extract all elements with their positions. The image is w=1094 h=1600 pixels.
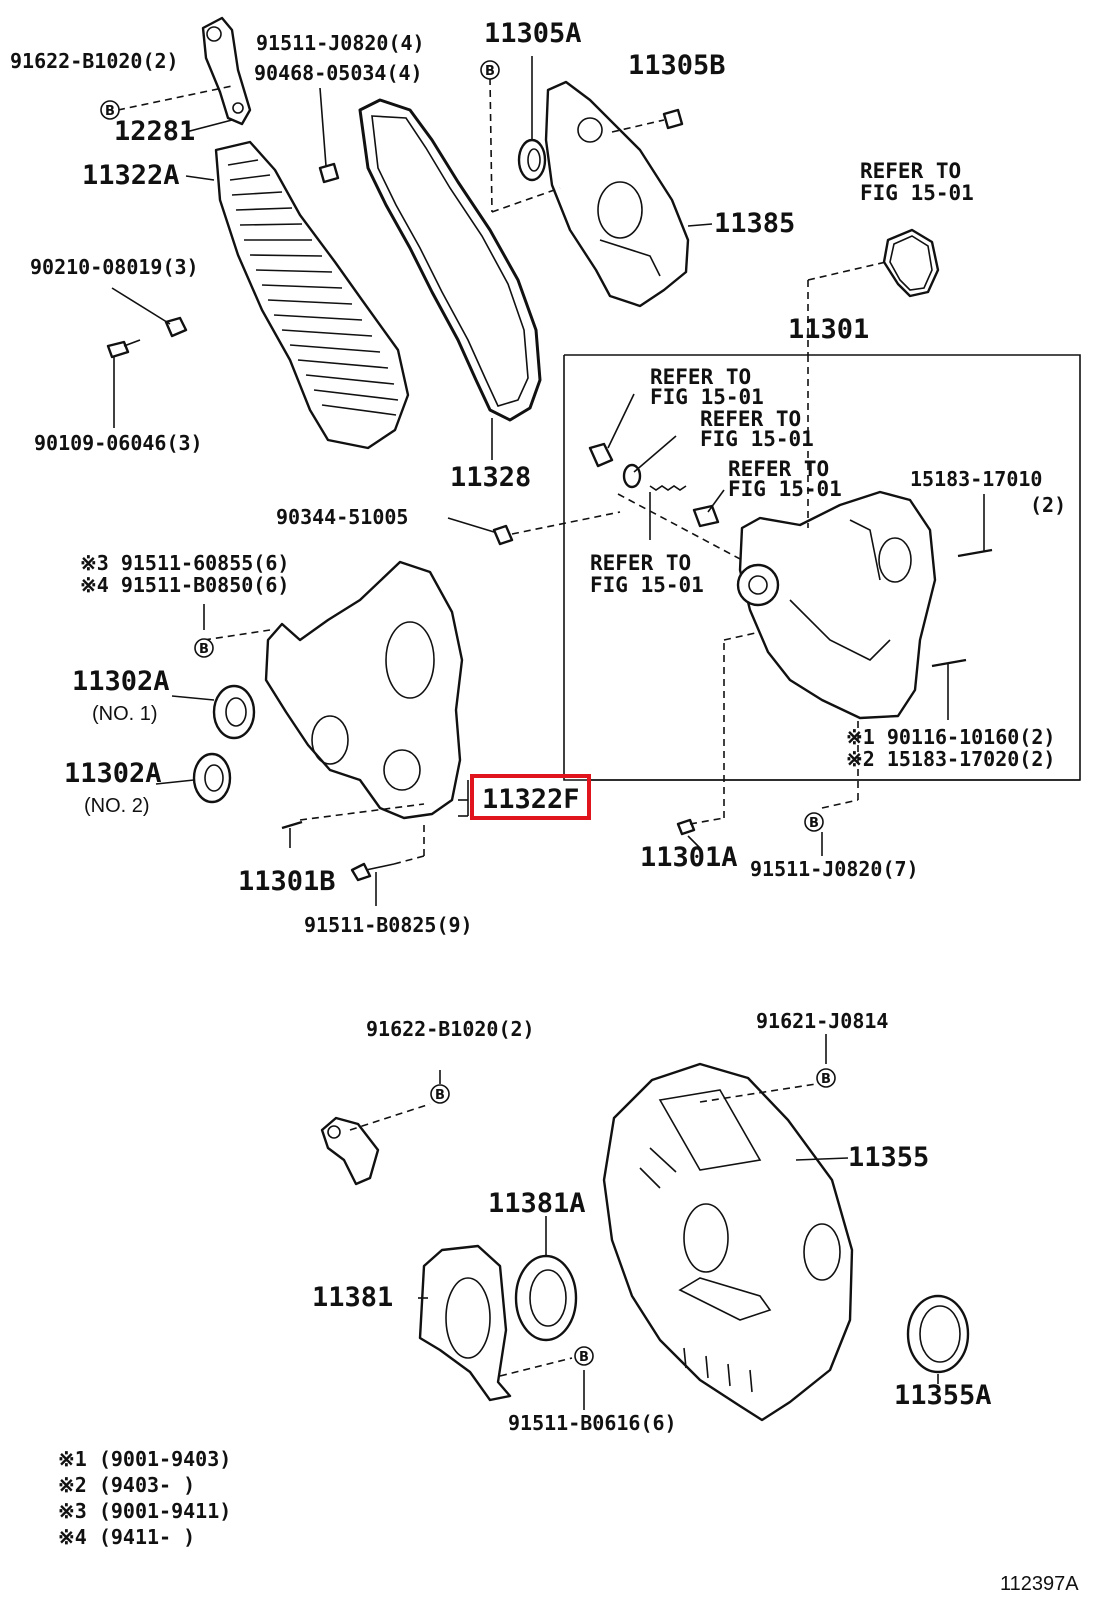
oil-seal-11305a[interactable] xyxy=(517,138,547,182)
label-91511-b0850[interactable]: ※4 91511-B0850(6) xyxy=(80,573,289,597)
bolt-mark-7: B xyxy=(574,1346,594,1366)
label-refer-4-line1[interactable]: REFER TO xyxy=(728,457,829,481)
bracket-lower[interactable] xyxy=(320,1116,380,1186)
nut-90210-08019[interactable] xyxy=(164,316,188,338)
stud-11301b[interactable] xyxy=(281,820,303,830)
label-11301a[interactable]: 11301A xyxy=(640,842,738,873)
label-91511-b0616[interactable]: 91511-B0616(6) xyxy=(508,1411,677,1435)
cover-plate-11385[interactable] xyxy=(544,80,690,308)
bolt-mark-4: B xyxy=(804,812,824,832)
bracket-12281[interactable] xyxy=(201,16,252,126)
label-91622-b1020-top[interactable]: 91622-B1020(2) xyxy=(10,49,179,73)
timing-cover-upper-11322a[interactable] xyxy=(214,140,410,450)
label-11305a[interactable]: 11305A xyxy=(484,18,582,49)
label-15183-17020[interactable]: ※2 15183-17020(2) xyxy=(846,747,1055,771)
label-91622-b1020-bottom[interactable]: 91622-B1020(2) xyxy=(366,1017,535,1041)
plug-90344-51005[interactable] xyxy=(492,524,514,546)
label-90116-10160[interactable]: ※1 90116-10160(2) xyxy=(846,725,1055,749)
label-11322a[interactable]: 11322A xyxy=(82,160,180,191)
label-11381a[interactable]: 11381A xyxy=(488,1188,586,1219)
label-11381[interactable]: 11381 xyxy=(312,1282,393,1313)
label-91511-b0825[interactable]: 91511-B0825(9) xyxy=(304,913,473,937)
label-12281[interactable]: 12281 xyxy=(114,116,195,147)
bolt-mark-1: B xyxy=(100,100,120,120)
bolt-mark-5: B xyxy=(430,1084,450,1104)
label-refer-5-line1[interactable]: REFER TO xyxy=(590,551,691,575)
highlight-box-11322f xyxy=(470,774,591,820)
label-11302a-no2[interactable]: 11302A xyxy=(64,758,162,789)
label-90210-08019[interactable]: 90210-08019(3) xyxy=(30,255,199,279)
oil-pump-body-11301[interactable] xyxy=(736,490,937,720)
bolt-90109-06046[interactable] xyxy=(106,339,141,359)
label-15183-17010-qty[interactable]: (2) xyxy=(1030,493,1066,517)
bolt-mark-2: B xyxy=(480,60,500,80)
footnote-4: ※4 (9411- ) xyxy=(58,1525,195,1549)
label-11322f[interactable]: 11322F xyxy=(482,784,580,815)
oil-seal-11381a[interactable] xyxy=(514,1254,578,1342)
label-11305b[interactable]: 11305B xyxy=(628,50,726,81)
oil-seal-11302a-no1[interactable] xyxy=(212,684,256,740)
oil-seal-11302a-no2[interactable] xyxy=(192,752,232,804)
label-11301b[interactable]: 11301B xyxy=(238,866,336,897)
label-11385[interactable]: 11385 xyxy=(714,208,795,239)
bolt-91511-b0825[interactable] xyxy=(350,862,395,882)
seal-11355a[interactable] xyxy=(906,1294,970,1374)
label-11302a-no1-sub[interactable]: (NO. 1) xyxy=(92,703,158,725)
svg-text:B: B xyxy=(199,642,209,657)
svg-text:B: B xyxy=(809,816,819,831)
label-90109-06046[interactable]: 90109-06046(3) xyxy=(34,431,203,455)
label-refer-2-line2[interactable]: FIG 15-01 xyxy=(650,385,764,409)
label-refer-4-line2[interactable]: FIG 15-01 xyxy=(728,477,842,501)
label-11355a[interactable]: 11355A xyxy=(894,1380,992,1411)
piston-refer-15-01[interactable] xyxy=(692,504,720,528)
timing-cover-11322f[interactable] xyxy=(264,560,464,820)
label-refer-1-line1[interactable]: REFER TO xyxy=(860,159,961,183)
label-91511-j0820-7[interactable]: 91511-J0820(7) xyxy=(750,857,919,881)
label-91511-60855[interactable]: ※3 91511-60855(6) xyxy=(80,551,289,575)
end-plate-11355[interactable] xyxy=(602,1062,854,1422)
gasket-11328[interactable] xyxy=(358,98,542,422)
o-ring-refer-15-01[interactable] xyxy=(882,228,940,298)
footnote-1: ※1 (9001-9403) xyxy=(58,1447,231,1471)
spring-90468-05034[interactable] xyxy=(318,162,340,184)
seal-retainer-11381[interactable] xyxy=(418,1244,512,1402)
svg-text:B: B xyxy=(821,1072,831,1087)
label-91511-j0820-4[interactable]: 91511-J0820(4) xyxy=(256,31,425,55)
label-11301[interactable]: 11301 xyxy=(788,314,869,345)
leader-lines xyxy=(111,56,1080,1410)
figure-id: 112397A xyxy=(1000,1573,1079,1595)
svg-text:B: B xyxy=(105,104,115,119)
spring-refer-15-01[interactable] xyxy=(649,485,687,491)
label-90344-51005[interactable]: 90344-51005 xyxy=(276,505,408,529)
label-91621-j0814[interactable]: 91621-J0814 xyxy=(756,1009,888,1033)
label-refer-5-line2[interactable]: FIG 15-01 xyxy=(590,573,704,597)
footnote-3: ※3 (9001-9411) xyxy=(58,1499,231,1523)
label-11355[interactable]: 11355 xyxy=(848,1142,929,1173)
svg-text:B: B xyxy=(435,1088,445,1103)
plug-refer-15-01[interactable] xyxy=(588,442,614,468)
label-refer-3-line2[interactable]: FIG 15-01 xyxy=(700,427,814,451)
svg-text:B: B xyxy=(579,1350,589,1365)
footnote-2: ※2 (9403- ) xyxy=(58,1473,195,1497)
label-11302a-no1[interactable]: 11302A xyxy=(72,666,170,697)
bolt-mark-6: B xyxy=(816,1068,836,1088)
svg-text:B: B xyxy=(485,64,495,79)
label-90468-05034[interactable]: 90468-05034(4) xyxy=(254,61,423,85)
label-refer-3-line1[interactable]: REFER TO xyxy=(700,407,801,431)
stud-15183-17010[interactable] xyxy=(957,548,993,558)
label-refer-1-line2[interactable]: FIG 15-01 xyxy=(860,181,974,205)
pin-11305b[interactable] xyxy=(662,108,684,130)
label-15183-17010[interactable]: 15183-17010 xyxy=(910,467,1042,491)
bolt-mark-3: B xyxy=(194,638,214,658)
label-11328[interactable]: 11328 xyxy=(450,462,531,493)
pin-11301a[interactable] xyxy=(676,818,696,836)
stud-90116-10160[interactable] xyxy=(931,658,967,668)
label-refer-2-line1[interactable]: REFER TO xyxy=(650,365,751,389)
label-11302a-no2-sub[interactable]: (NO. 2) xyxy=(84,795,150,817)
